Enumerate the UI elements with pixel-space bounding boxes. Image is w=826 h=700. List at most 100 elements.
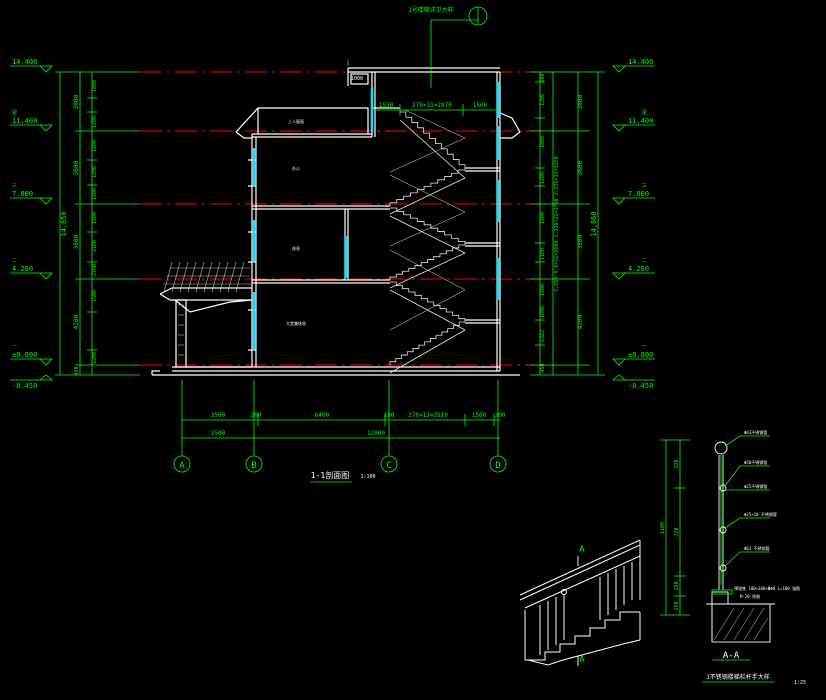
level-right-tag-4: 一	[642, 344, 647, 350]
right-dimensions	[530, 65, 655, 381]
detail-green-lines	[660, 435, 775, 683]
left-dim-inner-9: 1200	[92, 352, 98, 364]
section-title: 1-1剖面图	[311, 470, 349, 480]
right-dim-inner-0: 200	[540, 73, 546, 82]
right-dim-inner-4: 1800	[540, 212, 546, 224]
level-left-0: 14.400	[12, 58, 37, 66]
stair-flight	[389, 321, 465, 365]
level-right-tag-3: 二	[642, 258, 647, 264]
bottom-dim-r1-2: 6400	[315, 412, 330, 419]
stair-handrail	[389, 249, 466, 291]
stair-flight	[389, 169, 465, 206]
top-dimensions	[347, 6, 500, 116]
bottom-dim-r2-0: 3500	[211, 430, 226, 437]
stair-flight	[389, 244, 465, 280]
stair-soffit	[389, 252, 466, 289]
detail-note-4: Φ63 不锈钢管	[744, 545, 770, 551]
stair-flight	[390, 281, 466, 322]
stair-handrail	[389, 174, 466, 213]
left-dim-outer-0: 3000	[73, 94, 80, 109]
axis-d: D	[495, 461, 500, 471]
left-dim-inner-5: 1800	[92, 212, 98, 224]
detail-note-5: 预埋铁 100×100×6	[734, 585, 771, 591]
right-stair-text: 1,950 9,6×11=2600 1,320×12=2750 1,275×13…	[554, 156, 560, 291]
stair-flight	[390, 207, 466, 245]
left-dim-outer-3: 4200	[73, 314, 80, 329]
left-dim-inner-7: 2700	[92, 264, 98, 276]
room-label-1f: 大堂兼休息	[286, 320, 306, 326]
left-dim-outer-1: 3600	[73, 160, 80, 175]
right-dim-inner-3: 1200	[540, 172, 546, 184]
detail-dim-2: 720	[674, 527, 680, 536]
left-dimensions	[10, 65, 140, 381]
porch-roof-hatch	[163, 261, 252, 356]
parapet-dim: 1000	[351, 76, 363, 82]
room-label-roof: 上人屋面	[288, 118, 304, 124]
level-left-4: ±0.000	[12, 351, 37, 359]
level-right-tag-1: 屋	[642, 110, 647, 116]
level-right-tag-2: 三	[642, 183, 647, 189]
detail-note-6: 4Φ8 L=100 锚筋	[768, 585, 800, 591]
detail-note-0: Φ63不锈钢管	[744, 429, 767, 435]
detail-note-7: M-20 角钢	[740, 593, 760, 599]
stair-handrail	[404, 109, 466, 139]
right-dim-outer-1: 3600	[577, 160, 584, 175]
level-right-1: 11.400	[628, 117, 653, 125]
building-structure	[151, 67, 521, 376]
stair-soffit	[389, 177, 466, 215]
bottom-dimensions	[173, 380, 507, 483]
top-note: 1号楼梯详见大样	[408, 6, 454, 14]
stair-soffit	[389, 215, 466, 254]
section-scale: 1:100	[360, 474, 375, 480]
level-left-2: 7.800	[12, 190, 33, 198]
level-right-2: 7.800	[628, 190, 649, 198]
level-left-5: -0.450	[12, 382, 37, 390]
level-right-4: ±0.000	[628, 351, 653, 359]
detail-mark-top: A	[579, 545, 585, 555]
right-dim-inner-9: 450	[540, 363, 546, 372]
right-level-triangles	[611, 65, 627, 381]
detail-base-hatch	[713, 607, 769, 641]
bottom-dim-r1-5: 1500	[472, 412, 487, 419]
right-dim-inner-7: 1800	[540, 306, 546, 318]
left-dim-inner-2: 1800	[92, 140, 98, 152]
level-left-tag-2: 三	[12, 183, 17, 189]
level-left-tag-1: 屋	[12, 110, 17, 116]
right-dim-inner-2: 1800	[540, 136, 546, 148]
railing-detail	[577, 441, 775, 666]
level-left-3: 4.200	[12, 265, 33, 273]
left-dim-inner-3: 1200	[92, 166, 98, 178]
right-dim-outer-0: 3000	[577, 94, 584, 109]
level-left-tag-3: 二	[12, 258, 17, 264]
stair-soffit	[399, 119, 466, 179]
right-dim-inner-6: 1800	[540, 284, 546, 296]
stair-handrail	[389, 289, 466, 331]
left-level-triangles	[38, 65, 54, 381]
stair-soffit	[389, 329, 466, 374]
left-dim-inner-0: 1800	[92, 80, 98, 92]
left-dim-inner-6: 2100	[92, 240, 98, 252]
axis-b: B	[251, 461, 256, 471]
right-dim-outer-2: 3600	[577, 234, 584, 249]
room-label-3f: 办公	[292, 165, 300, 171]
bottom-dim-r1-0: 3500	[211, 412, 226, 419]
right-dim-inner-5: 1100	[540, 248, 546, 260]
detail-dim-1: 120	[674, 459, 680, 468]
level-left-1: 11.400	[12, 117, 37, 125]
right-dim-inner-8: 1322	[540, 330, 546, 342]
left-dim-outer-4: 450	[74, 366, 80, 375]
stair-flights	[389, 109, 466, 374]
bottom-dim-r2-1: 12000	[367, 430, 385, 437]
left-dim-inner-4: 1800	[92, 188, 98, 200]
detail-note-3: Φ25×10 不锈钢管	[744, 511, 777, 517]
detail-note-2: Φ25不锈钢管	[744, 483, 767, 489]
level-left-tag-4: 一	[12, 344, 17, 350]
left-dim-inner-1: 1200	[92, 116, 98, 128]
right-dim-inner-1: 1200	[540, 94, 546, 106]
detail-dim-3: 150	[674, 581, 680, 590]
left-dim-outer-2: 3600	[73, 234, 80, 249]
right-dim-outer-3: 4200	[577, 314, 584, 329]
bottom-dim-r1-3: 190	[384, 412, 395, 419]
left-total: 14,850	[60, 211, 68, 236]
